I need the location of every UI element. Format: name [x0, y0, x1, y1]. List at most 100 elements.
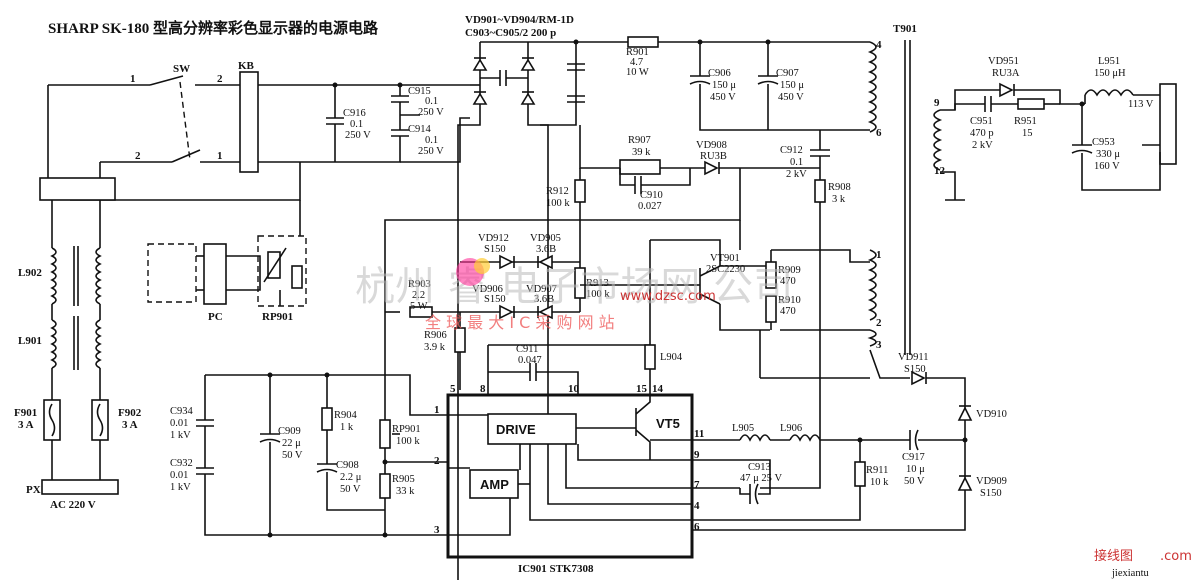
c911-label: C911: [516, 344, 538, 355]
c934-voltage: 1 kV: [170, 430, 191, 441]
c910-label: C910: [640, 190, 663, 201]
r901-power: 10 W: [626, 67, 649, 78]
vt901-label: VT901: [710, 253, 740, 264]
pin-label: 3: [876, 339, 882, 351]
vd901-label: VD901~VD904/RM-1D: [465, 14, 574, 26]
r904-label: R904: [334, 410, 358, 421]
snubber-network: [384, 125, 830, 410]
pin-label: 5: [450, 383, 456, 395]
corner-watermark-url: jiexiantu: [1111, 568, 1149, 579]
ic901-label: IC901 STK7308: [518, 563, 594, 575]
r911-value: 10 k: [870, 477, 889, 488]
c912-value: 0.1: [790, 157, 803, 168]
c932-label: C932: [170, 458, 193, 469]
vd910-label: VD910: [976, 409, 1007, 420]
vd911-label: VD911: [898, 352, 929, 363]
vd906-label: VD906: [472, 284, 503, 295]
r903-value: 2.2: [412, 290, 425, 301]
c908-label: C908: [336, 460, 359, 471]
rp901b-value: 100 k: [396, 436, 420, 447]
c914-value: 0.1: [425, 135, 438, 146]
r905-label: R905: [392, 474, 415, 485]
l901-label: L901: [18, 335, 42, 347]
l951-value: 150 μH: [1094, 68, 1126, 79]
control-network: [196, 372, 448, 538]
vt901-value: 2SC2230: [706, 264, 745, 275]
c917-value: 10 μ: [906, 464, 925, 475]
l906-label: L906: [780, 423, 802, 434]
c951-voltage: 2 kV: [972, 140, 993, 151]
c908-value: 2.2 μ: [340, 472, 362, 483]
c951-value: 470 p: [970, 128, 994, 139]
vd907-label: VD907: [526, 284, 557, 295]
c914-label: C914: [408, 124, 432, 135]
vd906-value: S150: [484, 294, 506, 305]
ac-label: AC 220 V: [50, 499, 96, 511]
c951-label: C951: [970, 116, 993, 127]
f901-label: F901: [14, 407, 37, 419]
r907-label: R907: [628, 135, 651, 146]
vt5-label: VT5: [656, 416, 680, 431]
r909-label: R909: [778, 265, 801, 276]
r913-label: R913: [586, 278, 609, 289]
watermark-logo: [456, 258, 490, 286]
r903-label: R903: [408, 279, 431, 290]
c910-value: 0.027: [638, 201, 662, 212]
c903-label: C903~C905/2 200 p: [465, 27, 556, 39]
l902-label: L902: [18, 267, 42, 279]
transformer-t901: [867, 40, 943, 355]
px-label: PX: [26, 484, 41, 496]
pin-label: 9: [694, 449, 700, 461]
l905-label: L905: [732, 423, 754, 434]
c916-label: C916: [343, 108, 366, 119]
corner-watermark-dot: .com: [1160, 549, 1192, 564]
c953-label: C953: [1092, 137, 1115, 148]
c912-label: C912: [780, 145, 803, 156]
pin-label: 4: [694, 500, 700, 512]
r910-label: R910: [778, 295, 801, 306]
watermark-main: 杭州 睿 电子市场网 公司: [355, 264, 793, 310]
pin-label: 2: [217, 73, 223, 85]
vd951-value: RU3A: [992, 68, 1020, 79]
c932-value: 0.01: [170, 470, 188, 481]
c953-value: 330 μ: [1096, 149, 1120, 160]
pin-label: 7: [694, 479, 700, 491]
pin-label: 14: [652, 383, 664, 395]
bulk-filter: [627, 36, 870, 131]
vd909-label: VD909: [976, 476, 1007, 487]
pin-label: 1: [434, 404, 440, 416]
r951-label: R951: [1014, 116, 1037, 127]
vd905-label: VD905: [530, 233, 561, 244]
l904-label: L904: [660, 352, 683, 363]
c917-voltage: 50 V: [904, 476, 925, 487]
output-network: [692, 330, 973, 531]
r908-label: R908: [828, 182, 851, 193]
r906-label: R906: [424, 330, 447, 341]
pin-label: 3: [434, 524, 440, 536]
watermark-sub: 全 球 最 大 I C 采 购 网 站: [425, 313, 615, 332]
pin-label: 1: [217, 150, 223, 162]
driver-stage: [385, 220, 870, 390]
c909-voltage: 50 V: [282, 450, 303, 461]
r913-value: 100 k: [586, 289, 610, 300]
pin-label: 6: [876, 127, 882, 139]
kb-label: KB: [238, 60, 255, 72]
r901-value: 4.7: [630, 57, 643, 68]
f902-label: F902: [118, 407, 142, 419]
pin-label: 9: [934, 97, 940, 109]
c953-voltage: 160 V: [1094, 161, 1120, 172]
r901-label: R901: [626, 47, 649, 58]
c907-value: 150 μ: [780, 80, 804, 91]
r905-value: 33 k: [396, 486, 415, 497]
c913-value: 47 μ 25 V: [740, 473, 783, 484]
diagram-title: SHARP SK-180 型高分辨率彩色显示器的电源电路: [48, 19, 379, 37]
input-filter-caps: [300, 82, 470, 163]
amp-block-label: AMP: [480, 477, 509, 492]
pin-label: 1: [130, 73, 136, 85]
pin-label: 10: [568, 383, 580, 395]
r912-value: 100 k: [546, 198, 570, 209]
secondary-output: [940, 82, 1177, 201]
pin-label: 12: [934, 165, 946, 177]
pin-label: 15: [636, 383, 648, 395]
t901-label: T901: [893, 23, 917, 35]
